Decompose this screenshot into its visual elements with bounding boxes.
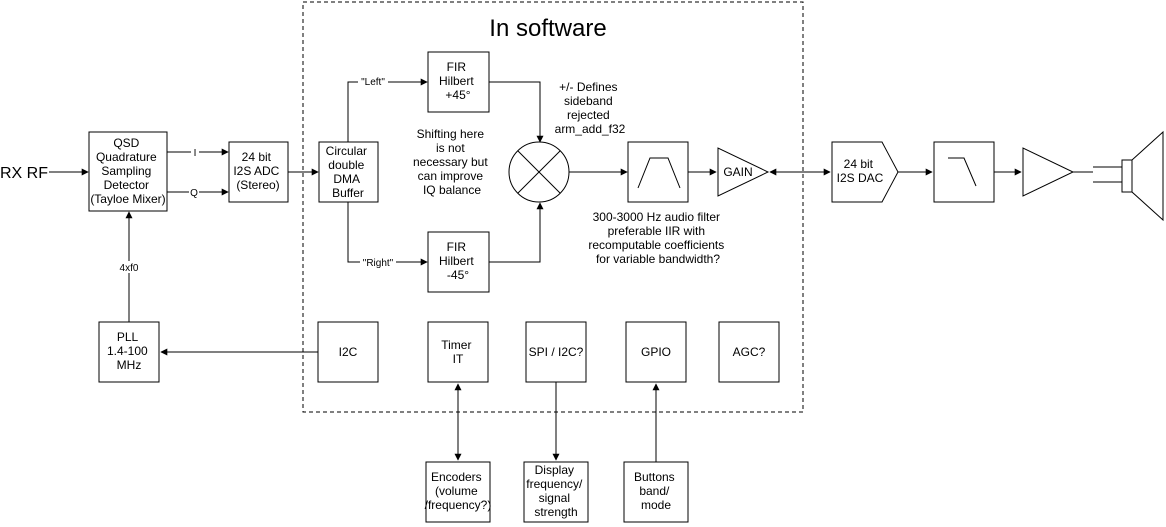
encoders-block[interactable]: Encoders (volume /frequency?) bbox=[425, 461, 492, 523]
svg-text:SPI / I2C?: SPI / I2C? bbox=[529, 345, 584, 359]
svg-text:Encoders (volume /: Encoders (volume /frequency?) bbox=[425, 470, 492, 512]
q-label: Q bbox=[190, 188, 198, 199]
svg-text:I2C: I2C bbox=[339, 345, 358, 359]
timer-block[interactable]: Timer IT bbox=[427, 321, 489, 383]
right-path bbox=[347, 202, 428, 266]
agc-block[interactable]: AGC? bbox=[718, 321, 780, 383]
svg-text:Circular double DM: Circular double DMA Buffer bbox=[326, 144, 371, 200]
spi-block[interactable]: SPI / I2C? bbox=[525, 321, 587, 383]
left-path bbox=[347, 78, 428, 142]
qsd-block[interactable]: QSD Quadrature Sampling Detector (Tayloe… bbox=[88, 131, 168, 212]
fir-plus-to-mixer bbox=[489, 81, 544, 143]
fir-hilbert-minus45-block[interactable]: FIR Hilbert -45° bbox=[427, 231, 490, 293]
i2c-block[interactable]: I2C bbox=[317, 321, 379, 383]
shifting-note: Shifting here is not necessary but can i… bbox=[413, 127, 491, 197]
svg-text:GAIN: GAIN bbox=[723, 165, 752, 179]
lo-label: 4xf0 bbox=[120, 263, 139, 274]
fir-minus-to-mixer bbox=[489, 202, 544, 263]
speaker-icon bbox=[1093, 130, 1164, 222]
sideband-note: +/- Defines sideband rejected arm_add_f3… bbox=[555, 80, 626, 136]
svg-text:PLL 1.4-100 MHz: PLL 1.4-100 MHz bbox=[107, 330, 151, 372]
bandpass-icon bbox=[637, 157, 681, 189]
svg-text:Buttons band/ mode: Buttons band/ mode bbox=[634, 470, 678, 512]
svg-text:GPIO: GPIO bbox=[641, 345, 671, 359]
svg-text:FIR Hilbert +45°: FIR Hilbert +45° bbox=[439, 60, 477, 102]
svg-text:Display frequency/: Display frequency/ signal strength bbox=[526, 463, 585, 519]
bandpass-filter-block[interactable] bbox=[627, 141, 689, 203]
software-title: In software bbox=[489, 15, 606, 42]
gain-block[interactable]: GAIN bbox=[717, 147, 770, 197]
left-label: "Left" bbox=[361, 77, 385, 88]
dac-block[interactable]: 24 bit I2S DAC bbox=[831, 141, 899, 203]
svg-text:AGC?: AGC? bbox=[733, 345, 766, 359]
rx-rf-label: RX RF bbox=[0, 165, 48, 182]
pll-block[interactable]: PLL 1.4-100 MHz bbox=[98, 321, 160, 383]
svg-text:24 bit I2S ADC (St: 24 bit I2S ADC (Stereo) bbox=[233, 150, 282, 192]
fir-hilbert-plus45-block[interactable]: FIR Hilbert +45° bbox=[427, 51, 490, 113]
amplifier-icon bbox=[1022, 147, 1075, 197]
lowpass-filter-block[interactable] bbox=[933, 141, 995, 203]
svg-text:Timer IT: Timer IT bbox=[441, 338, 475, 366]
buttons-block[interactable]: Buttons band/ mode bbox=[623, 461, 689, 523]
svg-text:QSD Quadrature Sam: QSD Quadrature Sampling Detector (Tayloe… bbox=[90, 136, 165, 206]
svg-text:FIR Hilbert -45°: FIR Hilbert -45° bbox=[439, 240, 477, 282]
mixer-symbol[interactable] bbox=[508, 141, 570, 203]
display-block[interactable]: Display frequency/ signal strength bbox=[523, 461, 589, 523]
filter-note: 300-3000 Hz audio filter preferable IIR … bbox=[588, 210, 727, 266]
i-label: I bbox=[194, 148, 197, 159]
adc-block[interactable]: 24 bit I2S ADC (Stereo) bbox=[228, 141, 289, 203]
dma-buffer-block[interactable]: Circular double DMA Buffer bbox=[318, 141, 379, 203]
svg-text:24 bit I2S DAC: 24 bit I2S DAC bbox=[837, 157, 884, 185]
right-label: "Right" bbox=[363, 258, 394, 269]
lowpass-icon bbox=[948, 157, 977, 187]
gpio-block[interactable]: GPIO bbox=[625, 321, 687, 383]
